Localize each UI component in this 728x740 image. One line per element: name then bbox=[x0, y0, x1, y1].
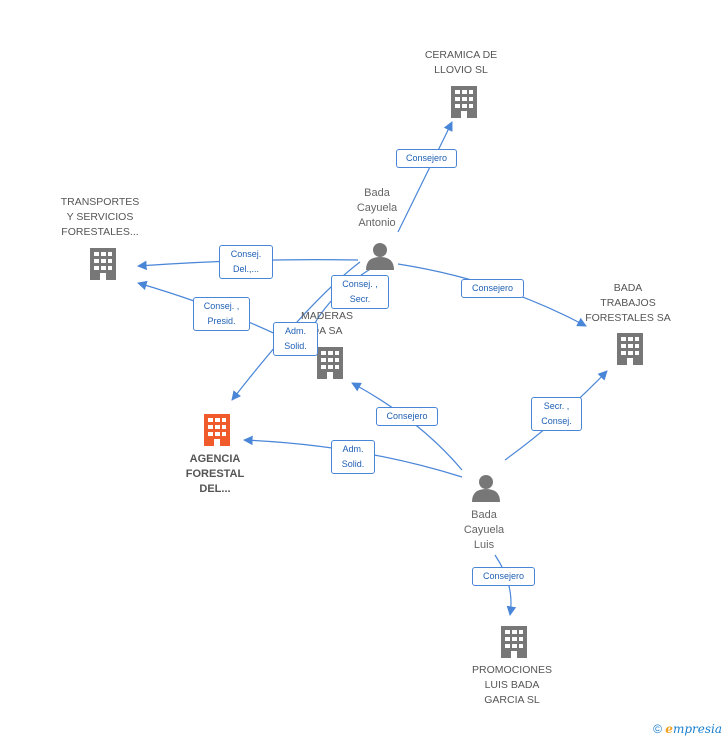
trabajos-label[interactable]: BADA TRABAJOS FORESTALES SA bbox=[585, 282, 671, 324]
edge-label-consejero: Consejero bbox=[472, 567, 535, 586]
agencia-building-icon[interactable] bbox=[204, 414, 230, 446]
empresia-logo[interactable]: © empresia bbox=[653, 722, 722, 736]
edge-label-consejero: Consejero bbox=[376, 407, 438, 426]
edge-line-antonio-ceramica bbox=[397, 121, 453, 233]
agencia-label[interactable]: AGENCIA FORESTAL DEL... bbox=[185, 453, 245, 495]
edge-label-consej-presid: Consej. , Presid. bbox=[193, 297, 250, 331]
antonio-person-icon[interactable] bbox=[366, 243, 394, 270]
promociones-building-icon[interactable] bbox=[501, 626, 527, 658]
edge-label-secr-consej: Secr. , Consej. bbox=[531, 397, 582, 431]
ceramica-label[interactable]: CERAMICA DE LLOVIO SL bbox=[424, 49, 498, 76]
antonio-label[interactable]: Bada Cayuela Antonio bbox=[356, 187, 398, 229]
edge-line-antonio-agencia bbox=[231, 261, 361, 401]
copyright-symbol: © bbox=[653, 722, 662, 736]
luis-label[interactable]: Bada Cayuela Luis bbox=[463, 509, 505, 551]
edge-label-consej-del: Consej. Del.,... bbox=[219, 245, 273, 279]
edge-label-consejero: Consejero bbox=[461, 279, 524, 298]
promociones-label[interactable]: PROMOCIONES LUIS BADA GARCIA SL bbox=[472, 664, 552, 706]
ceramica-building-icon[interactable] bbox=[451, 86, 477, 118]
transportes-building-icon[interactable] bbox=[90, 248, 116, 280]
brand-name: mpresia bbox=[672, 722, 722, 736]
edge-label-consejero: Consejero bbox=[396, 149, 457, 168]
luis-person-icon[interactable] bbox=[472, 475, 500, 502]
trabajos-building-icon[interactable] bbox=[617, 333, 643, 365]
edge-label-consej-secr: Consej. , Secr. bbox=[331, 275, 389, 309]
edge-label-adm-solid: Adm. Solid. bbox=[331, 440, 375, 474]
maderas-building-icon[interactable] bbox=[317, 347, 343, 379]
edge-label-adm-solid: Adm. Solid. bbox=[273, 322, 318, 356]
brand-initial: e bbox=[665, 722, 673, 736]
transportes-label[interactable]: TRANSPORTES Y SERVICIOS FORESTALES... bbox=[60, 196, 140, 238]
